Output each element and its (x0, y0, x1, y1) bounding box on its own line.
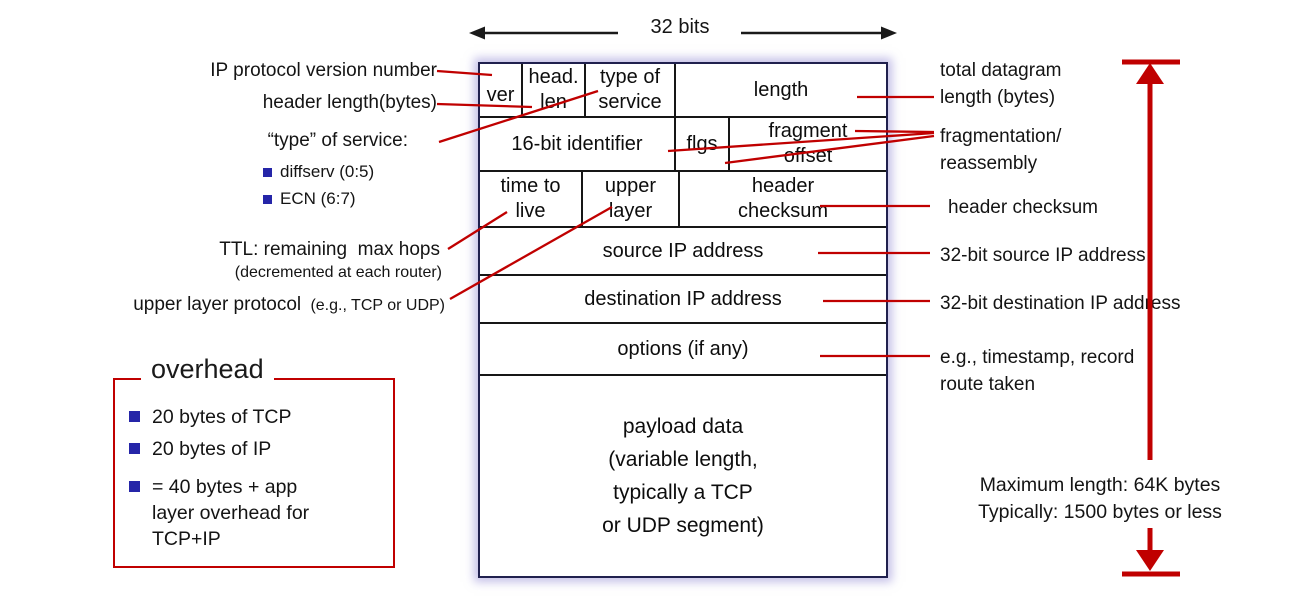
annotation-version: IP protocol version number (210, 60, 437, 81)
field-source-ip-cell: source IP address (478, 226, 888, 276)
field-header-length-line1: head. (528, 66, 579, 88)
field-identifier-label: 16-bit identifier (511, 132, 643, 155)
field-payload-line4: or UDP segment) (602, 514, 764, 537)
overhead-bullet-3-line2: layer overhead for (152, 502, 310, 524)
annotation-total-length: total datagram length (bytes) (940, 57, 1061, 111)
field-type-of-service-cell: type of service (584, 62, 676, 118)
field-tos-line1: type of (599, 66, 661, 88)
annotation-max-length-line2: Typically: 1500 bytes or less (978, 501, 1222, 523)
field-upper-layer-cell: upper layer (581, 170, 680, 228)
annotation-options-line2: route taken (940, 374, 1036, 395)
field-fragment-line2: offset (783, 145, 833, 167)
overhead-bullet-3-line1: = 40 bytes + app (152, 476, 298, 498)
field-ttl-cell: time to live (478, 170, 583, 228)
annotation-tos-heading: “type” of service: (267, 130, 408, 151)
annotation-tos-bullet-ecn: ECN (6:7) (280, 189, 356, 208)
field-checksum-cell: header checksum (678, 170, 888, 228)
overhead-bullet-2: 20 bytes of IP (152, 438, 272, 460)
annotation-checksum: header checksum (948, 197, 1098, 218)
annotation-upper-layer: upper layer protocol (e.g., TCP or UDP) (60, 294, 445, 316)
field-options-label: options (if any) (617, 337, 749, 360)
annotation-ttl: TTL: remaining max hops (219, 239, 440, 260)
field-length-label: length (753, 78, 809, 101)
field-flags-cell: flgs (674, 116, 730, 172)
field-upper-line1: upper (604, 175, 657, 197)
field-payload-line1: payload data (622, 415, 744, 438)
field-checksum-line1: header (751, 175, 815, 197)
field-header-length-line2: len (540, 91, 567, 113)
annotation-total-length-line1: total datagram (940, 60, 1062, 81)
field-ttl-line1: time to (500, 175, 561, 197)
overhead-box-title: overhead (141, 354, 274, 385)
bullet-square-icon (263, 195, 272, 204)
bits-width-label: 32 bits (650, 16, 710, 38)
field-flags-label: flgs (686, 132, 718, 155)
annotation-upper-layer-sub: (e.g., TCP or UDP) (310, 297, 445, 314)
field-destination-ip-cell: destination IP address (478, 274, 888, 324)
annotation-source-ip: 32-bit source IP address (940, 245, 1146, 266)
field-ttl-line2: live (515, 200, 546, 222)
field-payload-line2: (variable length, (608, 448, 758, 471)
field-header-length-cell: head. len (521, 62, 586, 118)
overhead-bullet-3-line3: TCP+IP (152, 528, 221, 550)
annotation-header-length: header length(bytes) (262, 92, 437, 113)
annotation-total-length-line2: length (bytes) (940, 87, 1056, 108)
field-destination-ip-label: destination IP address (584, 287, 782, 310)
field-options-cell: options (if any) (478, 322, 888, 376)
annotation-max-length-line1: Maximum length: 64K bytes (979, 474, 1221, 496)
bullet-square-icon (129, 481, 140, 492)
annotation-ttl-sub: (decremented at each router) (234, 264, 442, 281)
field-payload-cell: payload data (variable length, typically… (478, 374, 888, 578)
annotation-tos-bullet-diffserv: diffserv (0:5) (280, 162, 375, 181)
annotation-options-line1: e.g., timestamp, record (940, 347, 1135, 368)
annotation-upper-layer-main: upper layer protocol (133, 294, 302, 315)
overhead-bullet-1: 20 bytes of TCP (152, 406, 292, 428)
field-checksum-line2: checksum (737, 200, 829, 222)
bullet-square-icon (129, 411, 140, 422)
bullet-square-icon (263, 168, 272, 177)
field-fragment-offset-cell: fragment offset (728, 116, 888, 172)
field-upper-line2: layer (608, 200, 653, 222)
field-tos-line2: service (598, 91, 662, 113)
annotation-fragmentation-line2: reassembly (940, 153, 1038, 174)
annotation-fragmentation-line1: fragmentation/ (940, 126, 1062, 147)
field-payload-line3: typically a TCP (613, 481, 753, 504)
annotation-destination-ip: 32-bit destination IP address (940, 293, 1181, 314)
annotation-options: e.g., timestamp, record route taken (940, 344, 1134, 398)
field-identifier-cell: 16-bit identifier (478, 116, 676, 172)
field-version-cell: ver (478, 62, 523, 118)
bullet-square-icon (129, 443, 140, 454)
field-version-label: ver (486, 83, 515, 106)
field-source-ip-label: source IP address (602, 239, 764, 262)
annotation-fragmentation: fragmentation/ reassembly (940, 123, 1061, 177)
field-length-cell: length (674, 62, 888, 118)
field-fragment-line1: fragment (768, 120, 848, 142)
overhead-bullet-3: = 40 bytes + app layer overhead for TCP+… (152, 474, 309, 552)
annotation-max-length: Maximum length: 64K bytes Typically: 150… (945, 472, 1255, 526)
